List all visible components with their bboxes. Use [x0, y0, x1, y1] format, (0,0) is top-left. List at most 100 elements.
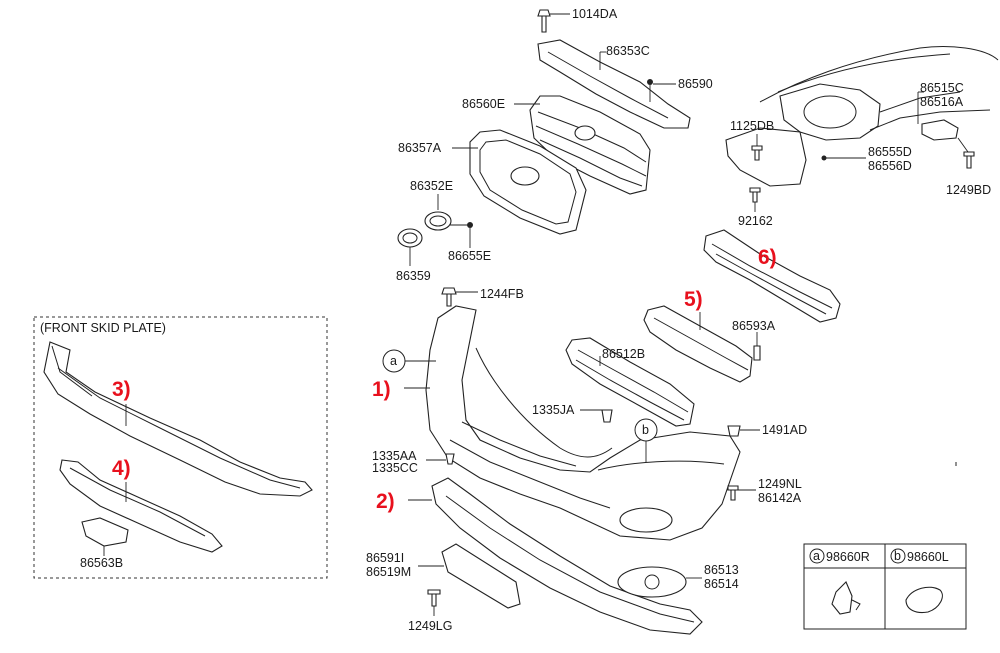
part-number-86593A: 86593A — [732, 319, 776, 333]
bolt-1014DA-icon — [537, 9, 551, 33]
part-number-86142A: 86142A — [758, 491, 802, 505]
grille-surround-group: 86357A — [398, 129, 587, 235]
body-panel-edge — [869, 109, 991, 131]
clip-1491AD-icon — [727, 425, 741, 437]
bolt-1249BD-icon — [963, 151, 975, 169]
part-number-86555D: 86555D — [868, 145, 912, 159]
lower-bumper-groove — [445, 495, 695, 623]
bolt-1244FB-icon — [441, 287, 457, 307]
part-number-86563B: 86563B — [80, 556, 123, 570]
legend-a-clip-icon — [831, 581, 853, 615]
clip-1335AA-icon — [445, 453, 455, 465]
emblem-86359-icon — [397, 228, 423, 248]
surround-emblem-opening — [510, 166, 540, 186]
lower-grille-group: 86512B — [565, 337, 695, 427]
top-bracket-group: 1014DA 86353C 86590 — [537, 7, 713, 129]
absorber-group: 5) 86593A — [643, 288, 776, 383]
emblem-86352E-icon — [424, 211, 452, 231]
part-number-1125DB: 1125DB — [730, 119, 774, 133]
legend-a-part: 98660R — [826, 550, 870, 564]
absorber-ridge — [653, 317, 749, 371]
part-number-86516A: 86516A — [920, 95, 964, 109]
skid-plate-dashed-box — [33, 316, 328, 579]
part-number-86519M: 86519M — [366, 565, 411, 579]
legend-a-circle — [809, 548, 825, 564]
emblem-86359-inner — [402, 232, 418, 244]
foglamp-cover-86513 — [617, 566, 687, 598]
energy-absorber-part — [643, 305, 753, 383]
bolt-92162-icon — [749, 187, 761, 203]
legend-b-cap-icon — [905, 586, 943, 614]
skid-plate-upper-groove — [57, 367, 301, 489]
part-number-86591I: 86591I — [366, 551, 404, 565]
clip-86555D-icon — [821, 155, 827, 161]
legend-a-clip-tab — [851, 599, 861, 611]
foglamp-opening-left — [619, 507, 673, 533]
bumper-lower-opening — [449, 439, 611, 509]
screw-1249LG-icon — [427, 589, 441, 607]
part-number-1249LG: 1249LG — [408, 619, 452, 633]
part-number-1491AD: 1491AD — [762, 423, 807, 437]
lower-grille-slat-2 — [575, 359, 685, 421]
bumper-beam-part — [703, 229, 841, 323]
bumper-beam-ridge-2 — [715, 253, 827, 315]
part-number-1335JA: 1335JA — [532, 403, 575, 417]
bracket-86563B — [81, 517, 129, 547]
part-number-86353C: 86353C — [606, 44, 650, 58]
part-number-86590: 86590 — [678, 77, 713, 91]
body-panel-edge-2 — [879, 91, 961, 113]
lower-grille-86512B — [565, 337, 695, 427]
skid-plate-upper-edge — [51, 345, 93, 397]
bumper-upper-edge — [475, 347, 613, 458]
lower-bumper-group: 2) 86591I 86519M 1249LG 86513 86514 — [366, 477, 739, 635]
marker-3: 3) — [112, 378, 131, 401]
front-bumper-cover-part — [425, 305, 741, 541]
headlamp-support-panel — [779, 83, 881, 141]
part-number-86359: 86359 — [396, 269, 431, 283]
skid-plate-title: (FRONT SKID PLATE) — [40, 321, 166, 335]
marker-5: 5) — [684, 288, 703, 311]
panel-opening-icon — [803, 95, 857, 129]
legend-b-letter: b — [894, 549, 901, 563]
bumper-beam-group: 6) — [703, 229, 841, 323]
license-bracket-86591I — [441, 543, 521, 609]
part-number-86655E: 86655E — [448, 249, 491, 263]
lower-body-panel — [725, 127, 807, 187]
bracket-86515C-icon — [921, 119, 959, 141]
part-number-86512B: 86512B — [602, 347, 645, 361]
part-number-86513: 86513 — [704, 563, 739, 577]
leader-1249BD — [957, 137, 969, 153]
bumper-side-contour — [597, 460, 725, 471]
grille-group: 86560E — [462, 95, 651, 195]
marker-6: 6) — [758, 246, 777, 269]
screw-86590-icon — [647, 79, 653, 85]
legend-table: a 98660R b 98660L — [803, 543, 967, 630]
bumper-beam-ridge-1 — [711, 243, 833, 309]
part-number-1335AA: 1335AA — [372, 449, 417, 463]
part-number-1014DA: 1014DA — [572, 7, 618, 21]
part-number-86514: 86514 — [704, 577, 739, 591]
part-number-86556D: 86556D — [868, 159, 912, 173]
part-number-1249BD: 1249BD — [946, 183, 991, 197]
part-number-1249NL: 1249NL — [758, 477, 802, 491]
callout-a-letter: a — [390, 354, 397, 368]
part-number-1335CC: 1335CC — [372, 461, 418, 475]
emblem-group: 86352E 86655E 86359 — [396, 179, 491, 283]
clip-86593A-icon — [753, 345, 761, 361]
callout-b-letter: b — [642, 423, 649, 437]
marker-4: 4) — [112, 457, 131, 480]
foglamp-cover-inner — [644, 574, 660, 590]
part-number-86352E: 86352E — [410, 179, 453, 193]
part-number-86560E: 86560E — [462, 97, 505, 111]
grille-bar-2 — [535, 125, 647, 177]
body-corner-group: 1125DB 86515C 86516A 86555D 86556D 92162… — [725, 46, 999, 228]
grille-bar-3 — [539, 139, 643, 187]
marker-2: 2) — [376, 490, 395, 513]
bumper-cover-group: 1244FB 1335JA 1491AD 1249NL 86142A 1335A… — [372, 287, 807, 541]
legend-b-circle — [890, 548, 906, 564]
bumper-grille-opening — [461, 421, 577, 467]
part-number-92162: 92162 — [738, 214, 773, 228]
grille-bar-1 — [537, 111, 647, 163]
emblem-86352E-inner — [429, 215, 447, 227]
